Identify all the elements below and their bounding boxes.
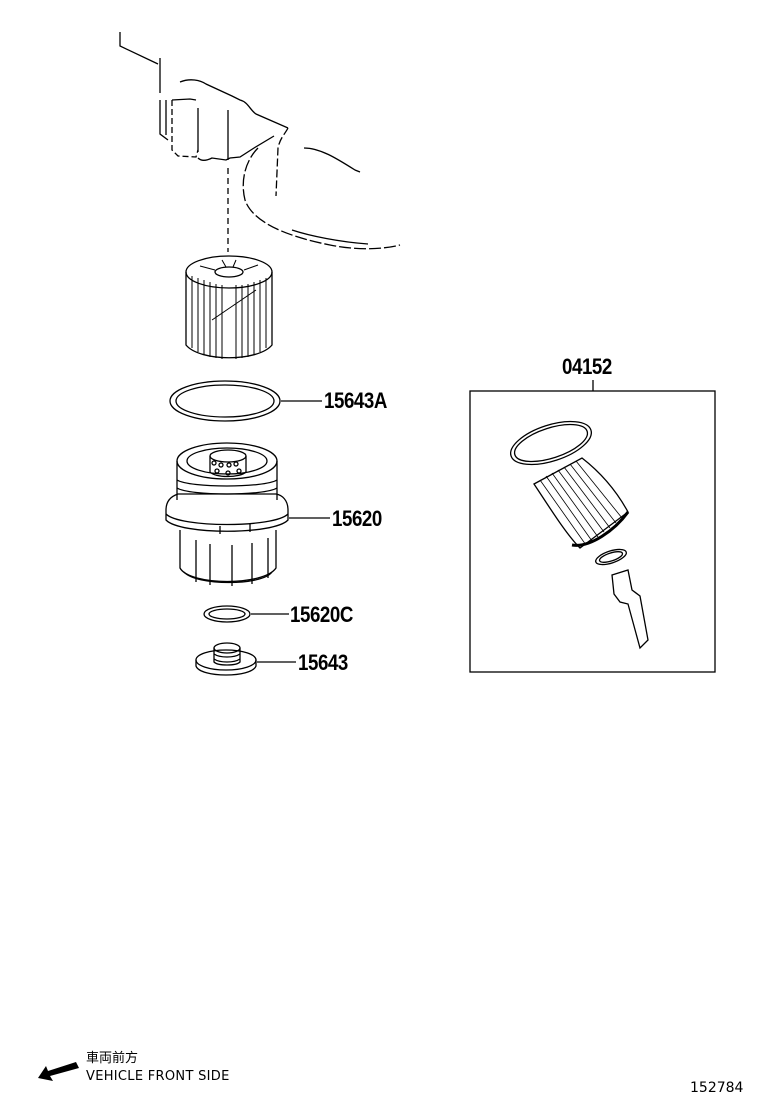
filter-element-icon [185, 255, 273, 359]
engine-housing-outline [119, 32, 401, 250]
part-label-15643A[interactable]: 15643A [324, 388, 387, 413]
part-label-15620C[interactable]: 15620C [290, 602, 353, 627]
arrow-left-down-icon [38, 1062, 79, 1081]
drain-plug-15643-icon [195, 642, 257, 676]
part-label-04152[interactable]: 04152 [562, 354, 612, 379]
vehicle-front-label-jp: 車両前方 [86, 1051, 139, 1066]
vehicle-front-label-en: VEHICLE FRONT SIDE [86, 1069, 230, 1084]
o-ring-15643A-icon [169, 380, 281, 422]
part-label-15620[interactable]: 15620 [332, 506, 382, 531]
illustration-number: 152784 [690, 1080, 744, 1096]
gasket-15620C-icon [203, 605, 251, 623]
kit-04152-contents-icon [510, 420, 649, 650]
part-label-15643[interactable]: 15643 [298, 650, 348, 675]
kit-04152-box [469, 390, 716, 673]
filter-cap-15620-icon [165, 442, 289, 586]
